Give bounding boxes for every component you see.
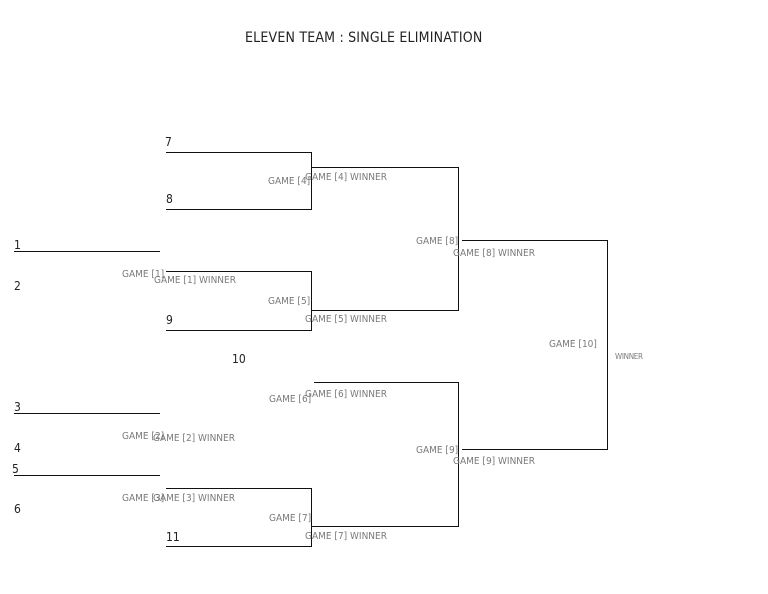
game-2-label: GAME [2] [122, 431, 165, 442]
seed-8: 8 [166, 192, 173, 206]
game-1-slot-line [14, 251, 160, 252]
game-9-bottom-line [311, 526, 458, 527]
game-2-winner-label: GAME [2] WINNER [153, 433, 235, 444]
game-9-top-line [314, 382, 458, 383]
seed-3: 3 [14, 400, 21, 414]
game-2-slot-line [14, 413, 160, 414]
seed-5: 5 [12, 462, 19, 476]
game-4-bottom-line [166, 209, 311, 210]
seed-11: 11 [166, 530, 180, 544]
game-3-slot-line [14, 475, 160, 476]
seed-7: 7 [165, 135, 172, 149]
seed-6: 6 [14, 502, 21, 516]
seed-9: 9 [166, 313, 173, 327]
game-4-top-line [166, 152, 311, 153]
game-9-winner-label: GAME [9] WINNER [453, 456, 535, 467]
game-5-label: GAME [5] [268, 296, 311, 307]
seed-10: 10 [232, 352, 246, 366]
game-6-label: GAME [6] [269, 394, 312, 405]
game-3-label: GAME [3] [122, 493, 165, 504]
game-8-bottom-line [311, 310, 458, 311]
game-5-connector [311, 271, 312, 331]
game-7-bottom-line [166, 546, 311, 547]
game-6-winner-label: GAME [6] WINNER [305, 389, 387, 400]
champion-label: WINNER [615, 352, 643, 361]
seed-2: 2 [14, 279, 21, 293]
game-10-label: GAME [10] [549, 339, 597, 350]
game-10-top-line [462, 240, 607, 241]
game-7-connector [311, 488, 312, 547]
seed-1: 1 [14, 238, 21, 252]
game-4-label: GAME [4] [268, 176, 311, 187]
game-10-connector [607, 240, 608, 450]
game-10-bottom-line [462, 449, 607, 450]
game-8-top-line [311, 167, 458, 168]
game-5-top-line [166, 271, 311, 272]
game-5-winner-label: GAME [5] WINNER [305, 314, 387, 325]
seed-4: 4 [14, 441, 21, 455]
game-7-top-line [166, 488, 311, 489]
game-4-connector [311, 152, 312, 210]
game-1-winner-label: GAME [1] WINNER [154, 275, 236, 286]
game-5-bottom-line [166, 330, 311, 331]
game-3-winner-label: GAME [3] WINNER [153, 493, 235, 504]
game-4-winner-label: GAME [4] WINNER [305, 172, 387, 183]
game-1-label: GAME [1] [122, 269, 165, 280]
game-7-winner-label: GAME [7] WINNER [305, 531, 387, 542]
game-8-label: GAME [8] [416, 236, 459, 247]
game-8-connector [458, 167, 459, 311]
game-8-winner-label: GAME [8] WINNER [453, 248, 535, 259]
game-9-connector [458, 382, 459, 527]
game-9-label: GAME [9] [416, 445, 459, 456]
bracket-title: ELEVEN TEAM : SINGLE ELIMINATION [245, 30, 483, 46]
game-7-label: GAME [7] [269, 513, 312, 524]
